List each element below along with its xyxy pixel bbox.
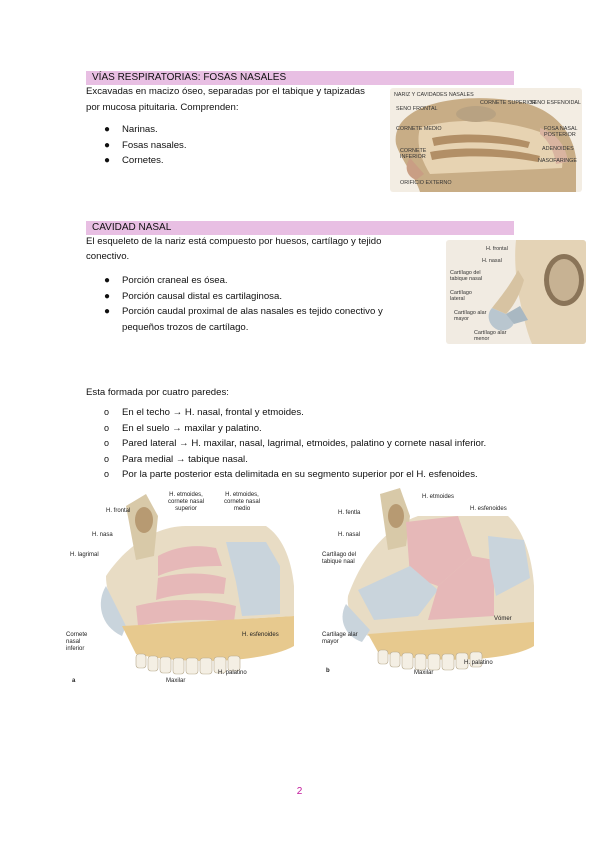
list-item: pequeños trozos de cartílago. [122,321,249,333]
figure1-label: CORNETE MEDIO [396,126,442,132]
figure4-label-etmoides: H. etmoides [422,494,455,500]
list-item: ●Porción caudal proximal de alas nasales… [104,306,383,317]
figure2-label: Cartílago lateral [450,290,472,302]
figure1-label: ADENOIDES [542,146,574,152]
list-item: ●Porción causal distal es cartilaginosa. [104,290,282,302]
figure3-label-etmoides-medio: H. etmoides, cornete nasal medio [223,492,261,512]
figure4-label-palatino: H. palatino [464,660,493,666]
nasal-septum-illustration: H. fentla H. nasal H. etmoides H. esfeno… [318,486,542,682]
figure4-label-esfenoides: H. esfenoides [470,506,507,512]
figure3-label-nasal: H. nasa [92,532,113,538]
section-heading-fosas-nasales: VÍAS RESPIRATORIAS: FOSAS NASALES [86,71,514,85]
figure4-label-cartilago-alar: Cartilage alar mayor [322,632,358,645]
lateral-wall-drawing [100,494,294,675]
nasal-cavity-drawing [395,98,576,192]
figure3-label-frontal: H. frontal [106,508,131,514]
figure1-label: SENO ESFENOIDAL [530,100,581,106]
list-item: ●Cornetes. [104,155,164,166]
section1-intro-line2: por mucosa pituitaria. Comprenden: [86,102,239,113]
lateral-wall-illustration: H. frontal H. nasa H. lagrimal H. etmoid… [66,486,306,692]
section2-intro-line2: conectivo. [86,251,130,262]
section2-intro-line1: El esqueleto de la nariz está compuesto … [86,236,382,247]
nasal-skeleton-illustration: H. frontal H. nasal Cartílago del tabiqu… [446,240,586,344]
figure2-label: Cartílago del tabique nasal [450,270,483,282]
section2-list: ●Porción craneal es ósea. ●Porción causa… [86,273,406,335]
figure3-label-palatino: H. palatino [218,670,247,676]
section3-intro: Esta formada por cuatro paredes: [86,387,229,398]
figure4-panel-label: b [326,668,330,674]
figure3-label-cornete-inferior: Cornete nasal inferior [66,632,88,652]
figure1-label: ORIFICIO EXTERNO [400,180,452,186]
figure2-label: Cartílago alar menor [474,330,507,342]
figure1-title: NARIZ Y CAVIDADES NASALES [394,92,474,98]
figure1-label: NASOFARINGE [538,158,577,164]
figure2-label: H. frontal [486,246,508,252]
figure1-label: CORNETE SUPERIOR [480,100,537,106]
section1-list: ●Narinas. ●Fosas nasales. ●Cornetes. [86,122,187,169]
figure1-label: SENO FRONTAL [396,106,438,112]
page-number: 2 [296,786,303,797]
figure3-label-esfenoides: H. esfenoides [242,632,279,638]
figure4-label-maxilar: Maxilar [414,670,434,676]
list-item: ●Porción craneal es ósea. [104,275,228,286]
figure3-label-etmoides-superior: H. etmoides, cornete nasal superior [167,492,205,512]
figure2-label: H. nasal [482,258,502,264]
figure3-label-maxilar: Maxilar [166,678,186,684]
figure3-label-lagrimal: H. lagrimal [70,552,99,558]
list-item: ●Fosas nasales. [104,139,187,151]
nasal-septum-drawing [342,488,534,671]
figure1-label: CORNETE INFERIOR [400,148,427,160]
list-item: ●Narinas. [104,124,158,135]
nasal-skeleton-drawing [488,240,586,344]
figure1-label: FOSA NASAL POSTERIOR [544,126,578,138]
section1-intro-line1: Excavadas en macizo óseo, separadas por … [86,86,365,97]
figure4-label-nasal: H. nasal [338,532,361,538]
section-heading-cavidad-nasal: CAVIDAD NASAL [86,221,514,235]
figure3-panel-label: a [72,678,76,684]
figure2-label: Cartílago alar mayor [454,310,487,322]
figure4-label-frontal: H. fentla [338,510,361,516]
figure4-label-cartilago-tabique: Cartílago del tabique naal [322,552,357,565]
nasal-cavity-illustration: NARIZ Y CAVIDADES NASALES SENO FRONTAL C… [390,88,582,192]
figure4-label-vomer: Vómer [494,616,512,622]
